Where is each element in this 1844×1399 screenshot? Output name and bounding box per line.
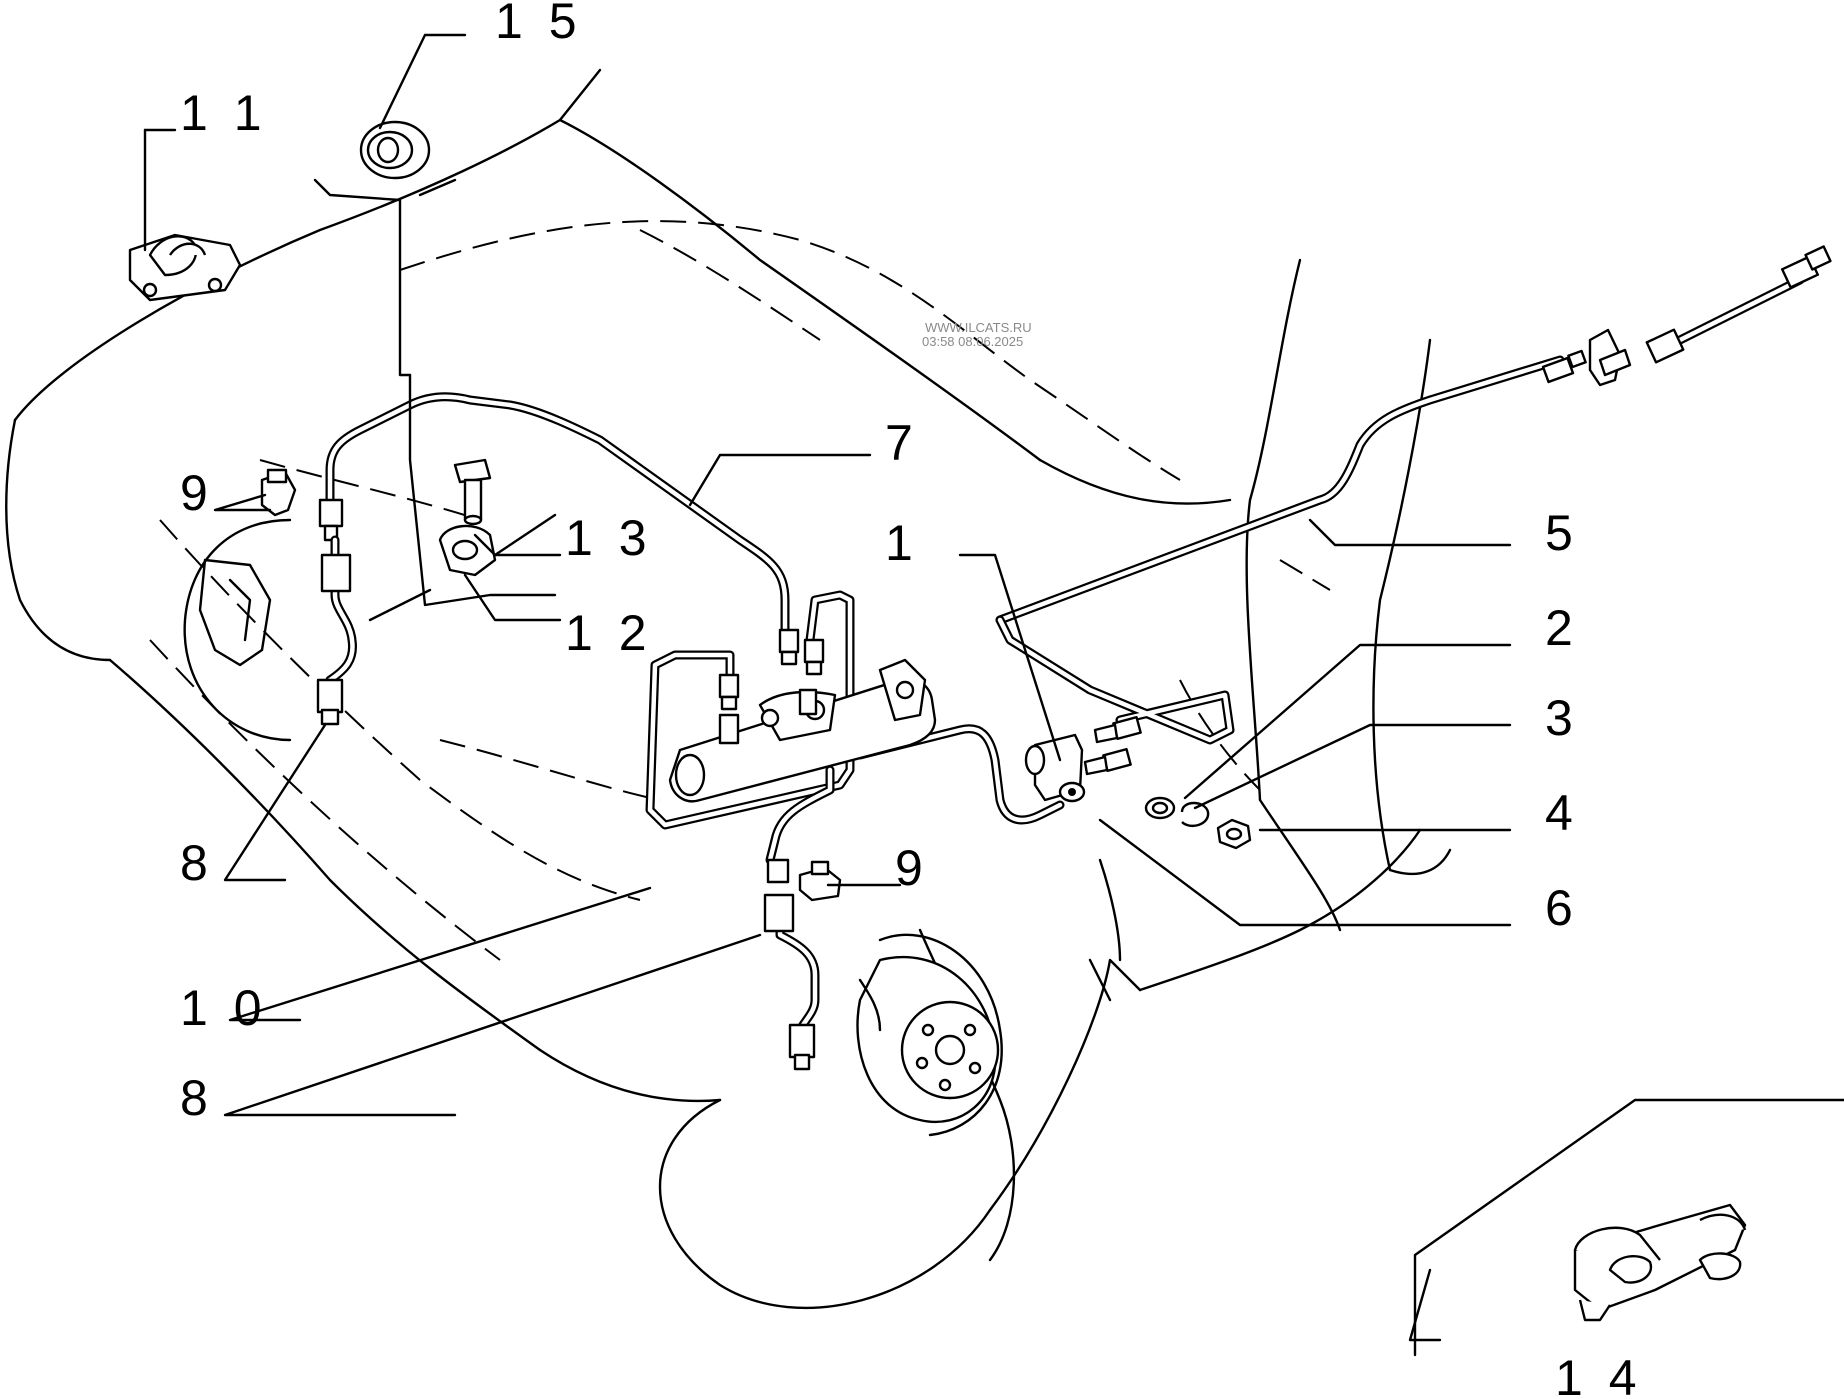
callout-1: 1 xyxy=(885,515,919,571)
brake-pipe-5 xyxy=(995,349,1587,745)
callout-12: 1 2 xyxy=(565,605,653,661)
watermark: WWW.ILCATS.RU 03:58 08.06.2025 xyxy=(922,320,1032,349)
watermark-site: WWW.ILCATS.RU xyxy=(925,320,1032,335)
bracket-14 xyxy=(1573,1203,1747,1322)
master-cylinder xyxy=(668,658,937,803)
right-front-brake xyxy=(763,858,1003,1137)
callout-6: 6 xyxy=(1545,880,1579,936)
callout-7: 7 xyxy=(885,415,919,471)
watermark-timestamp: 03:58 08.06.2025 xyxy=(922,334,1023,349)
rear-brake-hose xyxy=(1588,245,1832,387)
callout-15: 1 5 xyxy=(495,0,583,49)
callout-2: 2 xyxy=(1545,600,1579,656)
callout-8-left: 8 xyxy=(180,835,214,891)
callout-4: 4 xyxy=(1545,785,1579,841)
callout-14: 1 4 xyxy=(1555,1350,1643,1399)
callout-labels: 1 2 3 4 5 6 7 8 8 9 9 1 0 1 1 1 2 1 3 1 … xyxy=(180,0,1643,1399)
callout-5: 5 xyxy=(1545,505,1579,561)
pressure-regulator-valve xyxy=(1024,715,1142,803)
washers-and-nut xyxy=(1144,796,1252,850)
bracket-11 xyxy=(128,233,242,302)
callout-9-right: 9 xyxy=(895,840,929,896)
master-cylinder-pipes xyxy=(645,590,1065,865)
left-front-brake xyxy=(183,518,358,742)
pipe-fittings xyxy=(318,498,825,711)
brake-pipe-7 xyxy=(325,392,790,645)
grommet-15 xyxy=(359,120,431,180)
callout-11: 1 1 xyxy=(180,85,268,141)
callout-13: 1 3 xyxy=(565,510,653,566)
bolt-13 xyxy=(453,458,492,526)
callout-8-right: 8 xyxy=(180,1070,214,1126)
car-body-outline xyxy=(5,68,1452,1310)
callout-3: 3 xyxy=(1545,690,1579,746)
bracket-12 xyxy=(438,524,497,577)
callout-9-left: 9 xyxy=(180,465,214,521)
leader-lines xyxy=(143,33,1844,1357)
clip-9-left xyxy=(260,468,297,517)
callout-10: 1 0 xyxy=(180,980,268,1036)
clip-9-right xyxy=(798,860,842,902)
